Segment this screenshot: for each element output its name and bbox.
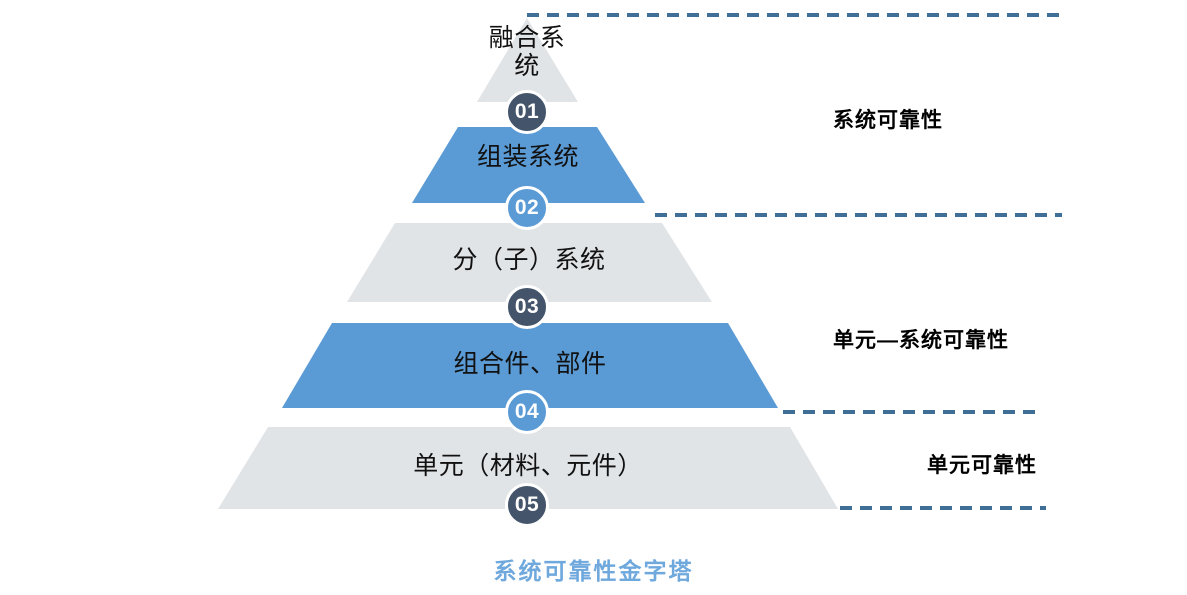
- pyramid-tier-1-shape[interactable]: [477, 18, 578, 102]
- annotation-unit-reliability: 单元可靠性: [927, 454, 1037, 477]
- pyramid-badge-05[interactable]: 05: [505, 483, 549, 527]
- annotation-unit-system-reliability: 单元—系统可靠性: [833, 329, 1009, 352]
- pyramid-badge-02[interactable]: 02: [505, 186, 549, 230]
- pyramid-badge-03[interactable]: 03: [505, 285, 549, 329]
- pyramid-tier-2-shape[interactable]: [412, 127, 645, 203]
- pyramid-badge-01[interactable]: 01: [505, 90, 549, 134]
- pyramid-tier-5-shape[interactable]: [218, 427, 838, 509]
- annotation-system-reliability: 系统可靠性: [833, 109, 943, 132]
- pyramid-tier-3-shape[interactable]: [347, 223, 712, 302]
- pyramid-badge-04[interactable]: 04: [505, 390, 549, 434]
- pyramid-tier-4-shape[interactable]: [282, 323, 778, 408]
- chart-title: 系统可靠性金字塔: [493, 558, 694, 584]
